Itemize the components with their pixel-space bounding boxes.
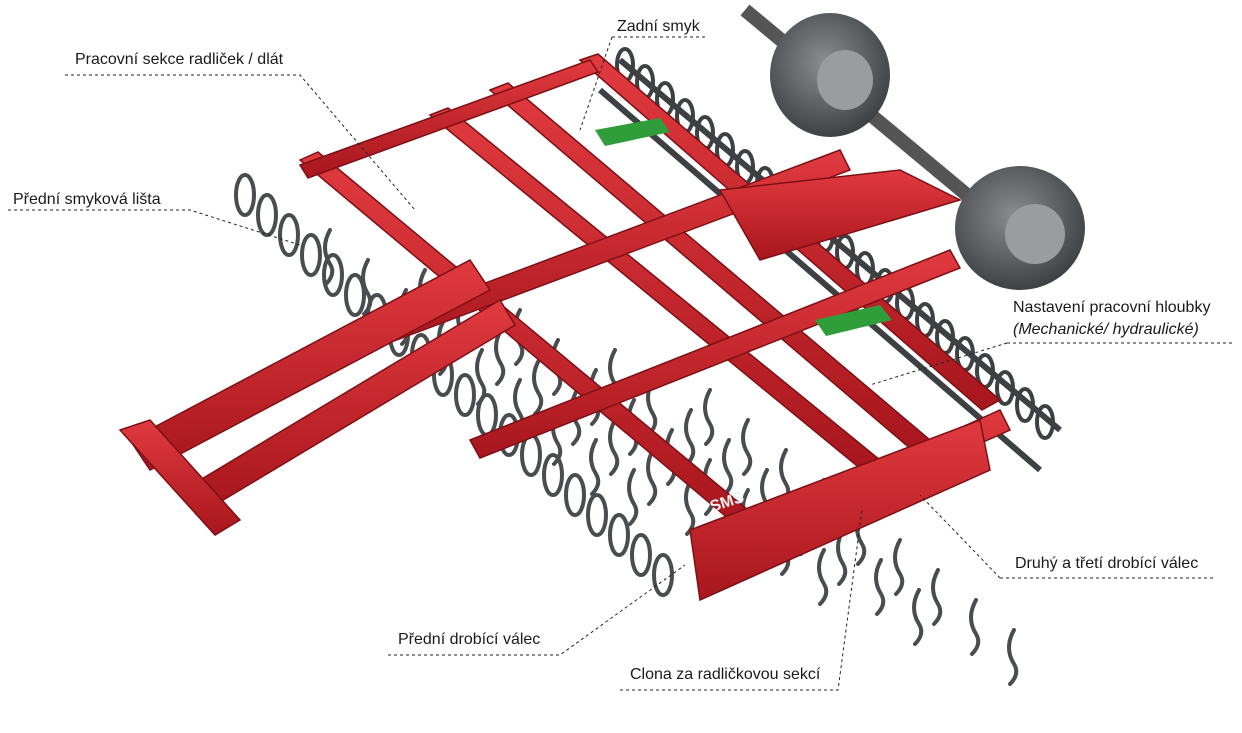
label-clona: Clona za radličkovou sekcí [630,666,821,683]
rear-disc [1015,387,1035,423]
leveling-leaves [595,118,892,336]
front-disc [630,533,652,577]
tine [741,418,753,476]
label-predni-smykova-lista: Přední smyková lišta [13,191,161,208]
front-disc [300,233,322,277]
tine [361,258,373,316]
tine [969,598,981,656]
tine [475,348,487,406]
rear-disc [1035,404,1055,440]
tine [817,548,829,606]
front-disc [608,513,630,557]
rear-disc [995,370,1015,406]
label-pracovni-sekce: Pracovní sekce radliček / dlát [75,51,284,68]
tine [1007,628,1019,686]
front-disc [234,173,256,217]
front-disc [454,373,476,417]
front-disc [564,473,586,517]
tine [684,408,696,466]
front-roller-discs [234,173,674,597]
tine [722,438,734,496]
front-disc [652,553,674,597]
front-disc [586,493,608,537]
tine [836,528,848,586]
tine [494,328,506,386]
label-zadni-smyk: Zadní smyk [617,18,700,35]
tine [931,568,943,626]
label-nastaveni-hloubky: Nastavení pracovní hloubky [1013,299,1211,316]
front-disc [344,273,366,317]
main-frame [118,53,1012,602]
tine [874,558,886,616]
tine [893,538,905,596]
tine [589,438,601,496]
transport-wheels [740,4,1085,290]
label-predni-drobici-valec: Přední drobící válec [398,631,541,648]
label-nastaveni-hloubky-sub: (Mechanické/ hydraulické) [1013,321,1199,338]
tine [646,448,658,506]
tine [912,588,924,646]
front-disc [256,193,278,237]
front-disc [278,213,300,257]
front-disc [322,253,344,297]
leader-lines [8,36,1232,691]
tine [627,468,639,526]
tine [323,228,335,286]
tine [608,418,620,476]
tine [703,388,715,446]
front-disc [542,453,564,497]
tine [684,478,696,536]
label-druhy-treti-valec: Druhý a třetí drobící válec [1015,555,1199,572]
tine [532,358,544,416]
